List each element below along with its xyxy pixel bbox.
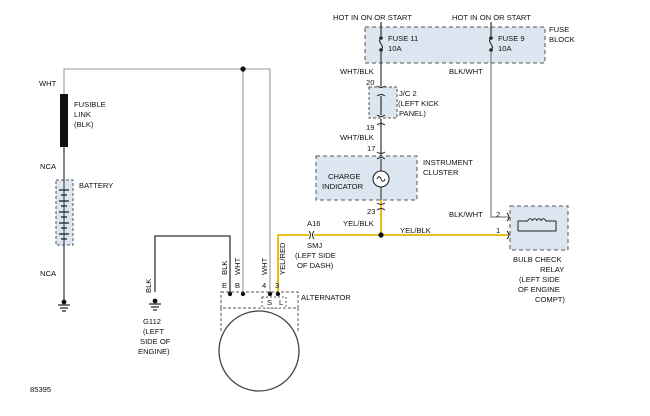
- term-3: 3: [275, 281, 279, 290]
- g112-ground-icon: [149, 298, 161, 311]
- alternator-icon: [218, 310, 300, 392]
- alternator: [218, 291, 300, 392]
- hot-label-right: HOT IN ON OR START: [452, 13, 531, 22]
- fuse-9: [489, 36, 493, 52]
- bulb-check-relay: [509, 205, 569, 251]
- connector-pins: [308, 85, 510, 240]
- relay-label-5: COMPT): [535, 295, 565, 304]
- junction-connector-2: [368, 86, 398, 119]
- term-e: E: [222, 281, 227, 290]
- term-b: B: [235, 281, 240, 290]
- smj-label-3: OF DASH): [297, 261, 334, 270]
- pin-23: 23: [367, 207, 375, 216]
- fusible-link-label-3: (BLK): [74, 120, 94, 129]
- relay-label-3: (LEFT SIDE: [519, 275, 560, 284]
- alternator-label: ALTERNATOR: [301, 293, 351, 302]
- fuse11-name: FUSE 11: [388, 34, 418, 43]
- wire-label-alt-blk: BLK: [220, 261, 229, 275]
- wire-label-blk-wht-relay: BLK/WHT: [449, 210, 483, 219]
- fusible-link: [60, 94, 68, 147]
- relay-label-4: OF ENGINE: [518, 285, 560, 294]
- fuse-block-label-1: FUSE: [549, 25, 569, 34]
- wire-label-wht-blk-top: WHT/BLK: [340, 67, 374, 76]
- wire-blk-ground: [154, 235, 231, 292]
- wire-yel-red: [277, 234, 309, 292]
- jc2-label-1: J/C 2: [399, 89, 417, 98]
- fuse-block: [364, 26, 546, 64]
- wire-label-wht-top: WHT: [39, 79, 57, 88]
- instrument-cluster-label-2: CLUSTER: [423, 168, 459, 177]
- wire-label-alt-yel-red: YEL/RED: [278, 242, 287, 275]
- wire-label-nca-bottom: NCA: [40, 269, 57, 278]
- term-4: 4: [262, 281, 266, 290]
- g112-label-3: SIDE OF: [140, 337, 171, 346]
- splice-yel-blk: [378, 232, 384, 238]
- relay-label-1: BULB CHECK: [513, 255, 562, 264]
- diagram-id: 85395: [30, 385, 51, 394]
- charge-indicator-lamp-icon: [372, 170, 390, 188]
- wire-label-alt-wht2: WHT: [260, 257, 269, 275]
- battery-icon: [55, 179, 74, 246]
- charge-indicator-label-1: CHARGE: [328, 172, 361, 181]
- fuse11-amp: 10A: [388, 44, 402, 53]
- fuse9-name: FUSE 9: [498, 34, 525, 43]
- pin-20: 20: [366, 78, 374, 87]
- fuse9-amp: 10A: [498, 44, 512, 53]
- battery-ground-icon: [58, 299, 70, 312]
- instrument-cluster-label-1: INSTRUMENT: [423, 158, 473, 167]
- fuse-11: [379, 36, 383, 52]
- wire-label-yel-blk-b: YEL/BLK: [400, 226, 431, 235]
- wire-label-alt-wht: WHT: [233, 257, 242, 275]
- fusible-link-label-2: LINK: [74, 110, 91, 119]
- jc2-label-3: PANEL): [399, 109, 426, 118]
- wire-wht-top: [63, 68, 271, 292]
- relay-coil-icon: [517, 218, 557, 232]
- smj-label-2: (LEFT SIDE: [295, 251, 336, 260]
- hot-label-left: HOT IN ON OR START: [333, 13, 412, 22]
- g112-label-1: G112: [143, 317, 161, 326]
- g112-label-4: ENGINE): [138, 347, 170, 356]
- jc2-label-2: (LEFT KICK: [398, 99, 439, 108]
- term-l: L: [279, 298, 283, 307]
- battery-label: BATTERY: [79, 181, 113, 190]
- wire-label-wht-blk-mid: WHT/BLK: [340, 133, 374, 142]
- term-s: S: [267, 298, 272, 307]
- splice-top: [240, 66, 246, 72]
- relay-pin-2: 2: [496, 210, 500, 219]
- wire-label-blk-wht-top: BLK/WHT: [449, 67, 483, 76]
- fuse-block-label-2: BLOCK: [549, 35, 575, 44]
- pin-19: 19: [366, 123, 374, 132]
- charge-indicator-label-2: INDICATOR: [322, 182, 364, 191]
- smj-label-1: SMJ: [307, 241, 322, 250]
- instrument-cluster: [315, 155, 418, 201]
- relay-label-2: RELAY: [540, 265, 564, 274]
- relay-pin-1: 1: [496, 226, 500, 235]
- wire-label-gnd-blk: BLK: [144, 279, 153, 293]
- wire-blk-wht: [490, 52, 508, 218]
- fusible-link-label-1: FUSIBLE: [74, 100, 106, 109]
- pin-17: 17: [367, 144, 375, 153]
- g112-label-2: (LEFT: [143, 327, 164, 336]
- wire-label-yel-blk-a: YEL/BLK: [343, 219, 374, 228]
- wire-label-nca-top: NCA: [40, 162, 57, 171]
- connector-a16: A16: [307, 219, 321, 228]
